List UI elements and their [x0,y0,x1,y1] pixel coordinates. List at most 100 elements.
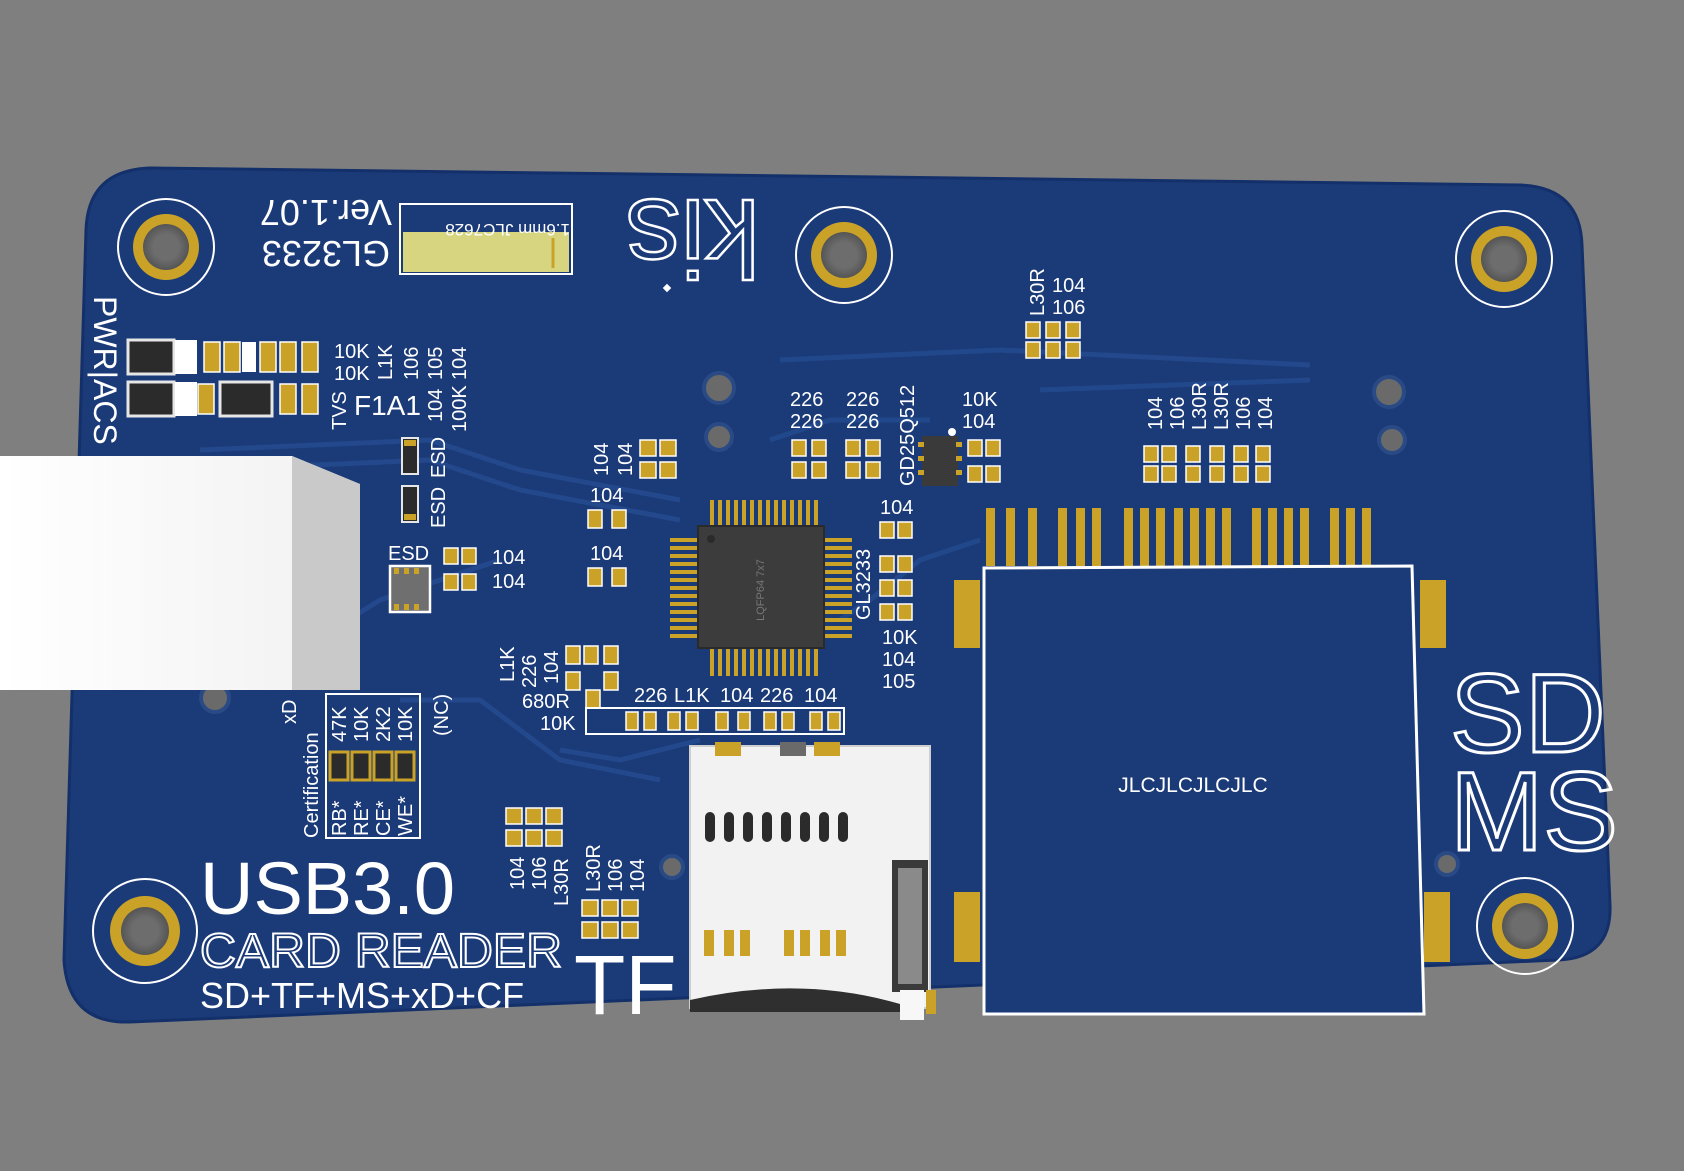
side-label-pwr-acs: PWR|ACS [87,296,123,445]
caps-esd-pair [443,547,477,591]
cert-value-4: 10K [395,706,417,742]
label-esd-104-a: 104 [492,547,525,569]
label-gl-104: 104 [880,497,913,519]
label-row-l1k: L1K [674,685,710,707]
caps-right-cluster [1143,445,1271,483]
component-row [625,711,841,731]
label-gl-10k: 10K [882,627,918,649]
label-r-104-top: 104 [962,411,995,433]
version-block: Ver.1.07 GL3233 [260,192,392,274]
footer-title: USB3.0 [200,847,455,930]
label-c106-top: 106 [1052,297,1085,319]
footer-subtitle: CARD READER [200,925,562,978]
label-mid-104-b: 104 [615,443,637,476]
caps-226-group [791,439,881,479]
label-tf-col-6: 104 [627,859,649,892]
mounting-hole-top-middle [795,206,893,304]
cert-signal-1: RB* [329,800,351,836]
label-gl-104-b: 104 [882,649,915,671]
label-bl-l1k: L1K [497,646,519,682]
label-tl-col-b-2: 104 [425,389,447,422]
sd-label: SD [1450,651,1606,776]
label-tl-col-a-1: L1K [375,344,397,380]
fab-note-text: 1.6mm JLC7628 [445,220,570,239]
caps-flash [967,439,1001,483]
label-cap-226-d: 226 [846,411,879,433]
cert-signal-3: CE* [373,800,395,836]
label-row-104-a: 104 [720,685,753,707]
caps-bottom-left-group [565,645,619,709]
logo-text: kis [626,176,760,299]
label-l30r-top: L30R [1027,268,1049,316]
main-controller-chip: LQFP64 7x7 [670,500,852,676]
label-c104-top: 104 [1052,275,1085,297]
cert-signal-4: WE* [395,796,417,836]
xd-cert-table [325,693,421,839]
esd-chip [388,564,432,614]
flash-chip [918,428,962,486]
mounting-hole-bottom-left [92,878,198,984]
sd-card-slot: JLCJLCJLCJLC [982,564,1426,1016]
tf-label: TF [574,938,677,1032]
cert-value-1: 47K [329,706,351,742]
mounting-hole-top-left [117,198,215,296]
cert-header-certification: Certification [301,732,323,838]
label-mid-104-d: 104 [590,543,623,565]
caps-tf-area [505,807,639,939]
sd-slot-side-pads [954,580,1450,962]
label-esd-v1: ESD [428,437,450,478]
label-esd-104-b: 104 [492,571,525,593]
label-bl-226: 226 [519,655,541,688]
caps-mid-left [587,439,677,587]
label-bl-680r: 680R [522,691,570,713]
label-right-col-3: L30R [1189,382,1211,430]
label-tl-col-b-1: 106 [401,347,423,380]
sd-slot-text: JLCJLCJLCJLC [1118,774,1267,797]
label-tf-col-5: 106 [605,859,627,892]
fab-note-box: 1.6mm JLC7628 [399,203,573,275]
label-tf-col-1: 104 [507,857,529,890]
label-tl-col-d: 104 [449,347,471,380]
label-bl-104: 104 [541,651,563,684]
label-row-104-b: 104 [804,685,837,707]
caps-top-right [1025,321,1081,359]
cert-header-xd: xD [279,700,301,724]
label-right-col-6: 104 [1255,397,1277,430]
label-tf-col-4: L30R [583,844,605,892]
footer-formats: SD+TF+MS+xD+CF [200,975,524,1016]
label-gl-105: 105 [882,671,915,693]
label-bl-10k: 10K [540,713,576,735]
esd-diodes-vertical [401,437,419,523]
label-tl-col-c-2: 100K [449,385,471,432]
ms-label: MS [1450,749,1618,874]
chip-marking: LQFP64 7x7 [755,559,767,621]
label-right-col-1: 104 [1145,397,1167,430]
version-line-2: GL3233 [262,233,390,274]
label-r-10k-top: 10K [962,389,998,411]
label-tf-col-2: 106 [529,857,551,890]
label-tl-col-a-2: F1A1 [354,390,421,421]
component-cluster-top-left [126,338,319,418]
mounting-hole-top-right [1455,210,1553,308]
cert-value-2: 10K [351,706,373,742]
mounting-hole-bottom-right [1476,877,1574,975]
label-flash: GD25Q512 [897,385,919,486]
label-tl-col-c-1: 105 [425,347,447,380]
cert-signal-2: RE* [351,800,373,836]
label-top-left-r2: 10K [334,363,370,385]
label-esd-v2: ESD [428,487,450,528]
label-row-226-a: 226 [634,685,667,707]
logo-kis: kis [624,175,761,301]
label-top-left-r1: 10K [334,341,370,363]
component-row-outline [585,707,845,735]
label-right-col-4: L30R [1211,382,1233,430]
label-top-left-r3: TVS [329,391,351,430]
caps-gl-area [879,521,913,621]
label-tf-col-3: L30R [551,858,573,906]
label-gl3233: GL3233 [853,549,875,620]
label-cap-226-c: 226 [846,389,879,411]
label-mid-104-a: 104 [591,443,613,476]
label-mid-104-c: 104 [590,485,623,507]
